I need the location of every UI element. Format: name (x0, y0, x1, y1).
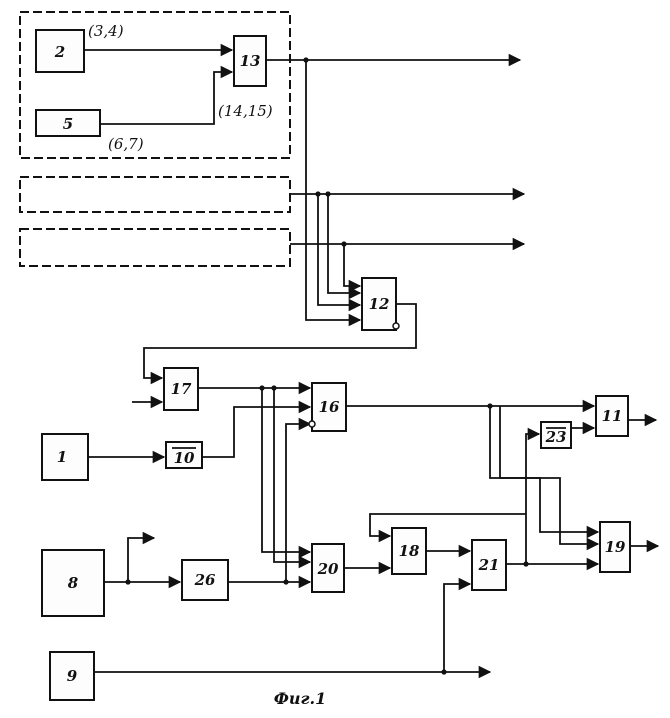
block-26: 26 (182, 560, 228, 600)
wire-17-to-20b (274, 388, 310, 562)
block-17: 17 (164, 368, 198, 410)
block-19: 19 (600, 522, 630, 572)
group-frame-middle (20, 177, 290, 212)
block-8-label: 8 (68, 574, 79, 592)
block-18: 18 (392, 528, 426, 574)
annotation-14-15: (14,15) (218, 102, 273, 120)
block-8: 8 (42, 550, 104, 616)
block-9: 9 (50, 652, 94, 700)
wire-bus-4-to-12 (344, 244, 360, 286)
block-23: 23 (541, 422, 571, 448)
annotation-3-4: (3,4) (88, 22, 124, 40)
block-9-label: 9 (67, 667, 78, 685)
block-18-label: 18 (399, 542, 420, 560)
block-12-label: 12 (369, 295, 390, 313)
block-13: 13 (234, 36, 266, 86)
block-5: 5 (36, 110, 100, 136)
block-21-label: 21 (478, 556, 500, 574)
block-13-label: 13 (240, 52, 261, 70)
wire-bus-2-to-12 (318, 194, 360, 305)
block-17-label: 17 (171, 380, 192, 398)
inversion-mark-12 (393, 323, 399, 329)
block-16: 16 (312, 383, 346, 431)
block-2: 2 (36, 30, 84, 72)
block-5-label: 5 (63, 115, 73, 133)
block-12: 12 (362, 278, 396, 330)
inversion-mark-16 (309, 421, 315, 427)
block-20-label: 20 (317, 560, 339, 578)
block-11-label: 11 (602, 407, 623, 425)
wire-21-to-23 (526, 434, 539, 564)
block-10: 10 (166, 442, 202, 468)
wire-bus-1-to-12 (306, 60, 360, 320)
block-19-label: 19 (605, 538, 626, 556)
block-26-label: 26 (194, 571, 216, 589)
wire-5-to-13 (100, 72, 232, 124)
wire-10-to-16 (202, 407, 310, 457)
wire-9-to-21 (444, 584, 470, 672)
block-20: 20 (312, 544, 344, 592)
wire-26-to-16 (286, 424, 310, 582)
block-2-label: 2 (54, 43, 65, 61)
block-11: 11 (596, 396, 628, 436)
group-frame-lower (20, 229, 290, 266)
block-1-label: 1 (57, 448, 67, 466)
connections (84, 50, 658, 672)
block-1: 1 (42, 434, 88, 480)
block-21: 21 (472, 540, 506, 590)
annotation-6-7: (6,7) (108, 135, 144, 153)
figure-caption: Фиг.1 (274, 689, 327, 708)
block-10-label: 10 (174, 449, 195, 467)
block-16-label: 16 (319, 398, 340, 416)
wire-8-branch-up (128, 538, 154, 582)
block-23-label: 23 (545, 428, 567, 446)
